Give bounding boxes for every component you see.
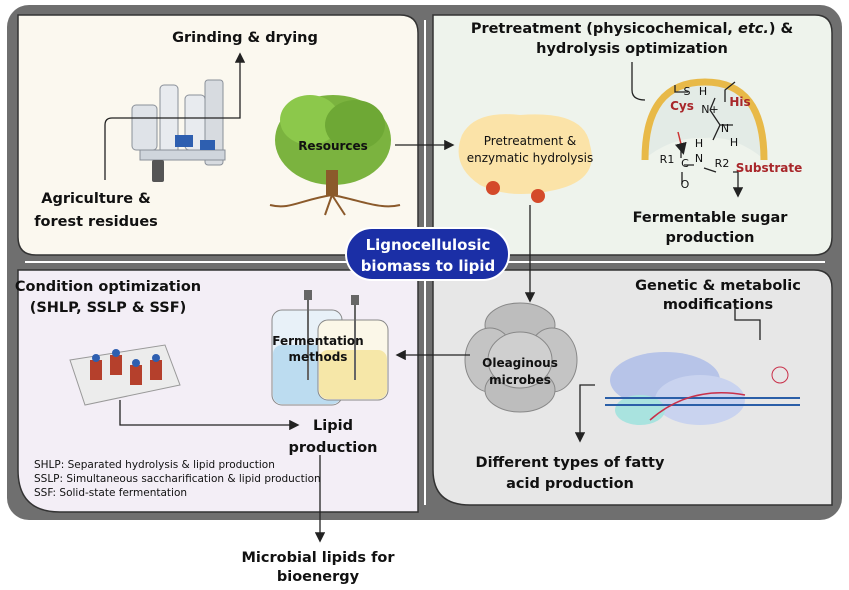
sugar-label-1: Fermentable sugar — [633, 210, 789, 226]
chem-h: H — [699, 85, 707, 98]
tree-icon — [269, 95, 401, 216]
chem-h: H — [695, 137, 703, 150]
legend-sslp: SSLP: Simultaneous saccharification & li… — [34, 473, 321, 485]
output-label-2: bioenergy — [277, 569, 360, 585]
his-label: His — [729, 95, 750, 109]
lipid-label-2: production — [289, 440, 378, 456]
arrow-to-grinding — [104, 52, 246, 180]
condition-label-1: Condition optimization — [15, 279, 201, 295]
chem-n-plus: N+ — [701, 103, 718, 116]
pretreatment-title-2: hydrolysis optimization — [536, 41, 728, 57]
chem-c: C — [681, 157, 689, 170]
pretreat-label-2: enzymatic hydrolysis — [467, 151, 594, 165]
genetic-label-2: modifications — [663, 297, 773, 313]
oleaginous-microbes-icon — [464, 302, 578, 413]
resources-label: Resources — [298, 139, 368, 153]
residues-label-1: Agriculture & — [41, 191, 151, 207]
pretreatment-title-1: Pretreatment (physicochemical, etc.) & — [471, 21, 794, 37]
enzyme-active-site-diagram — [631, 62, 768, 198]
pretreat-label-1: Pretreatment & — [484, 134, 576, 148]
lipid-label-1: Lipid — [313, 418, 353, 434]
center-title-2: biomass to lipid — [361, 257, 496, 275]
substrate-label: Substrate — [736, 161, 803, 175]
enzyme-icon — [531, 189, 545, 203]
arrow-to-lipid — [119, 400, 300, 431]
legend-ssf: SSF: Solid-state fermentation — [34, 487, 187, 499]
microbes-label-2: microbes — [489, 373, 551, 387]
output-label-1: Microbial lipids for — [241, 550, 395, 566]
chem-h: H — [730, 136, 738, 149]
fatty-label-2: acid production — [506, 476, 634, 492]
genetic-label-1: Genetic & metabolic — [635, 278, 801, 294]
chem-n: N — [721, 122, 729, 135]
cys-label: Cys — [670, 99, 694, 113]
chem-o: O — [681, 178, 690, 191]
crispr-complex-icon — [605, 305, 800, 425]
grinding-equipment-icon — [131, 79, 226, 182]
biomass-blob-icon — [458, 114, 592, 194]
fermentation-label-2: methods — [289, 350, 348, 364]
residues-label-2: forest residues — [34, 214, 158, 230]
fatty-label-1: Different types of fatty — [476, 455, 665, 471]
fermenter-icon — [271, 290, 389, 406]
chem-r2: R2 — [715, 157, 730, 170]
center-title-1: Lignocellulosic — [366, 236, 491, 254]
bioreactor-array-icon — [69, 344, 181, 406]
chem-s: S — [684, 85, 691, 98]
microbes-label-1: Oleaginous — [482, 356, 558, 370]
sugar-label-2: production — [666, 230, 755, 246]
chem-n: N — [695, 152, 703, 165]
grinding-label: Grinding & drying — [172, 30, 318, 46]
fermentation-label-1: Fermentation — [272, 334, 363, 348]
chem-r1: R1 — [660, 153, 675, 166]
legend-shlp: SHLP: Separated hydrolysis & lipid produ… — [34, 459, 275, 471]
condition-label-2: (SHLP, SSLP & SSF) — [30, 300, 187, 316]
center-title-pill — [345, 227, 510, 281]
arrow-to-fatty-acid — [574, 384, 595, 443]
enzyme-icon — [486, 181, 500, 195]
